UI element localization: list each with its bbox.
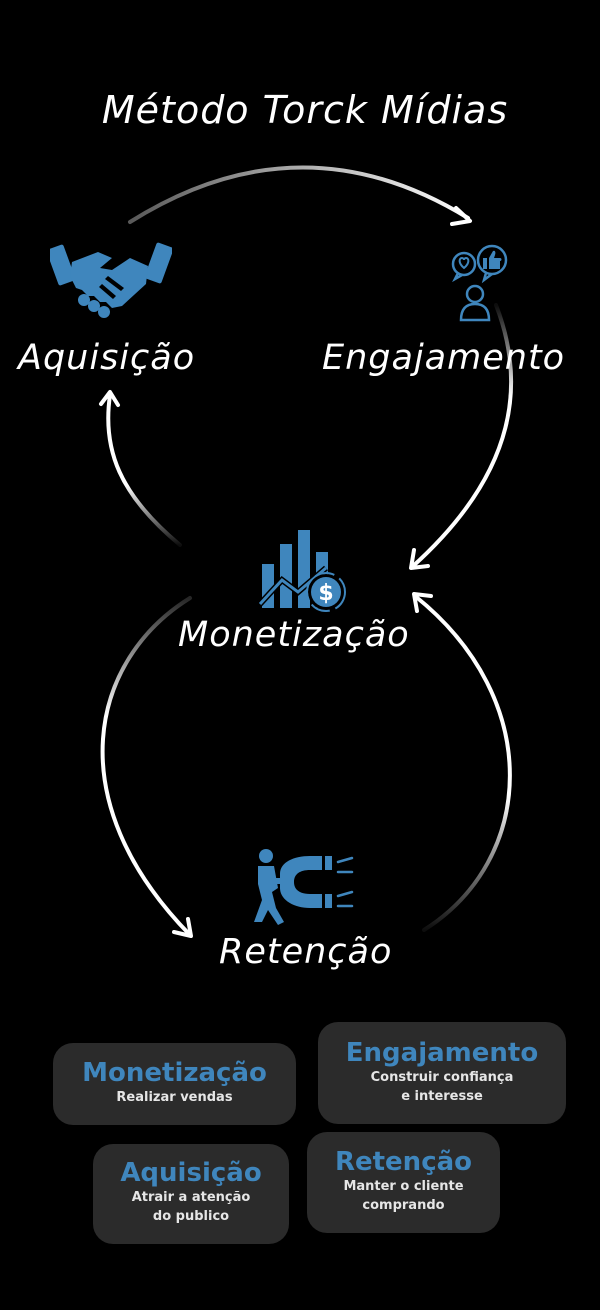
card-retencao: Retenção Manter o cliente comprando [307, 1132, 500, 1233]
stage-label-engajamento: Engajamento [322, 338, 566, 378]
card-title: Retenção [334, 1147, 473, 1177]
handshake-icon [50, 242, 172, 318]
arrowhead [99, 390, 120, 407]
card-title: Monetização [82, 1058, 267, 1088]
card-description: Realizar vendas [116, 1090, 233, 1105]
card-title: Engajamento [345, 1038, 539, 1068]
social-engagement-icon [451, 244, 508, 322]
stage-label-aquisicao: Aquisição [18, 338, 196, 378]
card-description: Manter o cliente comprando [343, 1179, 464, 1213]
card-title: Aquisição [120, 1158, 262, 1188]
arrow-engajamento-to-monetizacao [410, 303, 514, 569]
arrowhead [172, 917, 193, 938]
arrowhead [409, 548, 430, 570]
page-title: Método Torck Mídias [101, 88, 509, 132]
magnet-icon [254, 849, 354, 925]
arrowhead [412, 592, 433, 613]
card-aquisicao: Aquisição Atrair a atenção do publico [93, 1144, 289, 1244]
card-engajamento: Engajamento Construir confiança e intere… [318, 1022, 566, 1124]
arrow-aquisicao-to-engajamento [128, 165, 470, 224]
arrowhead [450, 206, 472, 226]
arrow-monetizacao-to-retencao [100, 596, 192, 937]
svg-text:$: $ [318, 581, 333, 606]
arrow-retencao-to-monetizacao [413, 594, 512, 932]
stage-label-monetizacao: Monetização [178, 615, 410, 655]
arrow-monetizacao-to-aquisicao [106, 393, 182, 547]
bar-chart-dollar-icon: $ [258, 530, 346, 612]
stage-label-retencao: Retenção [219, 932, 393, 972]
card-description: Atrair a atenção do publico [131, 1190, 251, 1224]
card-description: Construir confiança e interesse [370, 1070, 514, 1104]
card-monetizacao: Monetização Realizar vendas [53, 1043, 296, 1125]
